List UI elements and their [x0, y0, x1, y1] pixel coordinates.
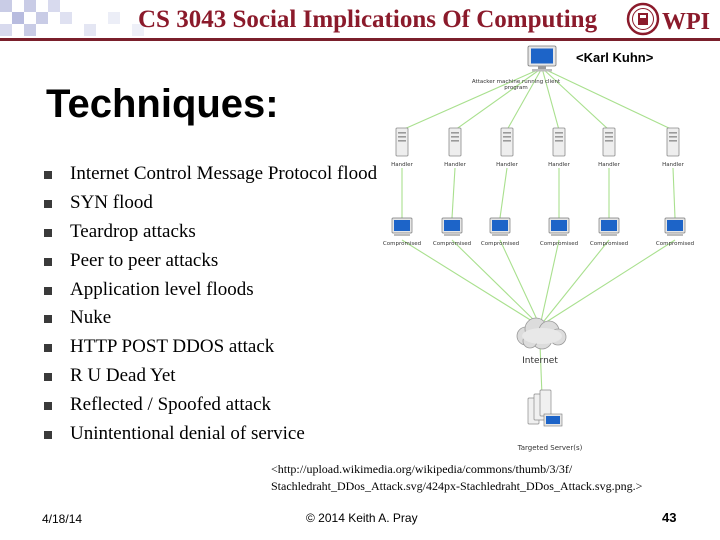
course-title: CS 3043 Social Implications Of Computing	[138, 6, 598, 33]
list-item-text: HTTP POST DDOS attack	[70, 336, 275, 358]
bullet-square-icon	[44, 257, 52, 266]
handler-label: Handler	[391, 162, 413, 168]
compromised-computer-icon: Compromised	[590, 217, 628, 247]
slide-heading: Techniques:	[46, 82, 279, 126]
handler-label: Handler	[444, 162, 466, 168]
footer-date: 4/18/14	[42, 512, 83, 526]
compromised-computer-icon: Compromised	[433, 217, 471, 247]
list-item-text: Reflected / Spoofed attack	[70, 394, 272, 416]
header-rule	[0, 38, 720, 41]
bullet-square-icon	[44, 431, 52, 440]
list-item: Internet Control Message Protocol flood	[44, 160, 377, 189]
compromised-label: Compromised	[590, 241, 628, 247]
list-item-text: SYN flood	[70, 191, 153, 213]
compromised-computer-icon: Compromised	[656, 217, 694, 247]
bullet-square-icon	[44, 344, 52, 353]
diagram-nodes: Handler Handler Handler Handler Handler Handl…	[383, 45, 694, 427]
list-item: HTTP POST DDOS attack	[44, 333, 377, 362]
technique-list: Internet Control Message Protocol flood …	[44, 160, 377, 449]
attacker-label-line2: program	[504, 85, 527, 91]
logo-text: WPI	[662, 9, 710, 35]
bullet-square-icon	[44, 315, 52, 324]
handler-server-icon: Handler	[598, 127, 621, 168]
handler-label: Handler	[598, 162, 620, 168]
attacker-computer-icon	[527, 45, 557, 72]
header-checker-pattern	[0, 0, 144, 36]
list-item-text: Internet Control Message Protocol flood	[70, 163, 378, 184]
bullet-square-icon	[44, 286, 52, 295]
handler-server-icon: Handler	[548, 127, 571, 168]
handler-server-icon: Handler	[662, 127, 685, 168]
attribution: <Karl Kuhn>	[576, 50, 654, 65]
list-item: Reflected / Spoofed attack	[44, 391, 377, 420]
compromised-computer-icon: Compromised	[383, 217, 421, 247]
list-item-text: Unintentional denial of service	[70, 423, 305, 445]
diagram-links	[401, 67, 676, 397]
list-item: Unintentional denial of service	[44, 420, 377, 449]
ddos-diagram: Handler Handler Handler Handler Handler Handl…	[383, 45, 694, 452]
list-item-text: Peer to peer attacks	[70, 249, 219, 271]
internet-label: Internet	[522, 356, 558, 366]
target-label: Targeted Server(s)	[517, 444, 583, 452]
list-item: R U Dead Yet	[44, 362, 377, 391]
bullet-square-icon	[44, 199, 52, 208]
list-item: Nuke	[44, 304, 377, 333]
bullet-square-icon	[44, 171, 52, 179]
compromised-label: Compromised	[383, 241, 421, 247]
page-number: 43	[662, 510, 677, 525]
list-item: Peer to peer attacks	[44, 247, 377, 276]
compromised-label: Compromised	[656, 241, 694, 247]
compromised-label: Compromised	[433, 241, 471, 247]
compromised-computer-icon: Compromised	[481, 217, 519, 247]
list-item-text: Teardrop attacks	[70, 220, 196, 242]
wpi-logo: WPI	[626, 2, 710, 36]
handler-label: Handler	[496, 162, 518, 168]
handler-label: Handler	[548, 162, 570, 168]
list-item: Application level floods	[44, 276, 377, 305]
compromised-computer-icon: Compromised	[540, 217, 578, 247]
bullet-square-icon	[44, 228, 52, 237]
list-item-text: Application level floods	[70, 278, 254, 300]
handler-server-icon: Handler	[496, 127, 519, 168]
list-item-text: Nuke	[70, 307, 112, 329]
handler-label: Handler	[662, 162, 684, 168]
compromised-label: Compromised	[481, 241, 519, 247]
list-item: SYN flood	[44, 189, 377, 218]
handler-server-icon: Handler	[391, 127, 414, 168]
source-line: <http://upload.wikimedia.org/wikipedia/c…	[271, 462, 573, 476]
target-server-icon	[527, 389, 563, 427]
internet-cloud-icon	[516, 317, 567, 350]
source-line: Stachledraht_DDos_Attack.svg/424px-Stach…	[271, 479, 643, 493]
compromised-label: Compromised	[540, 241, 578, 247]
handler-server-icon: Handler	[444, 127, 467, 168]
list-item: Teardrop attacks	[44, 218, 377, 247]
bullet-square-icon	[44, 373, 52, 382]
list-item-text: R U Dead Yet	[70, 365, 176, 387]
image-source-reference: <http://upload.wikimedia.org/wikipedia/c…	[271, 461, 642, 495]
footer-copyright: © 2014 Keith A. Pray	[306, 511, 418, 525]
bullet-square-icon	[44, 402, 52, 411]
attacker-label: Attacker machine running client	[472, 79, 561, 85]
